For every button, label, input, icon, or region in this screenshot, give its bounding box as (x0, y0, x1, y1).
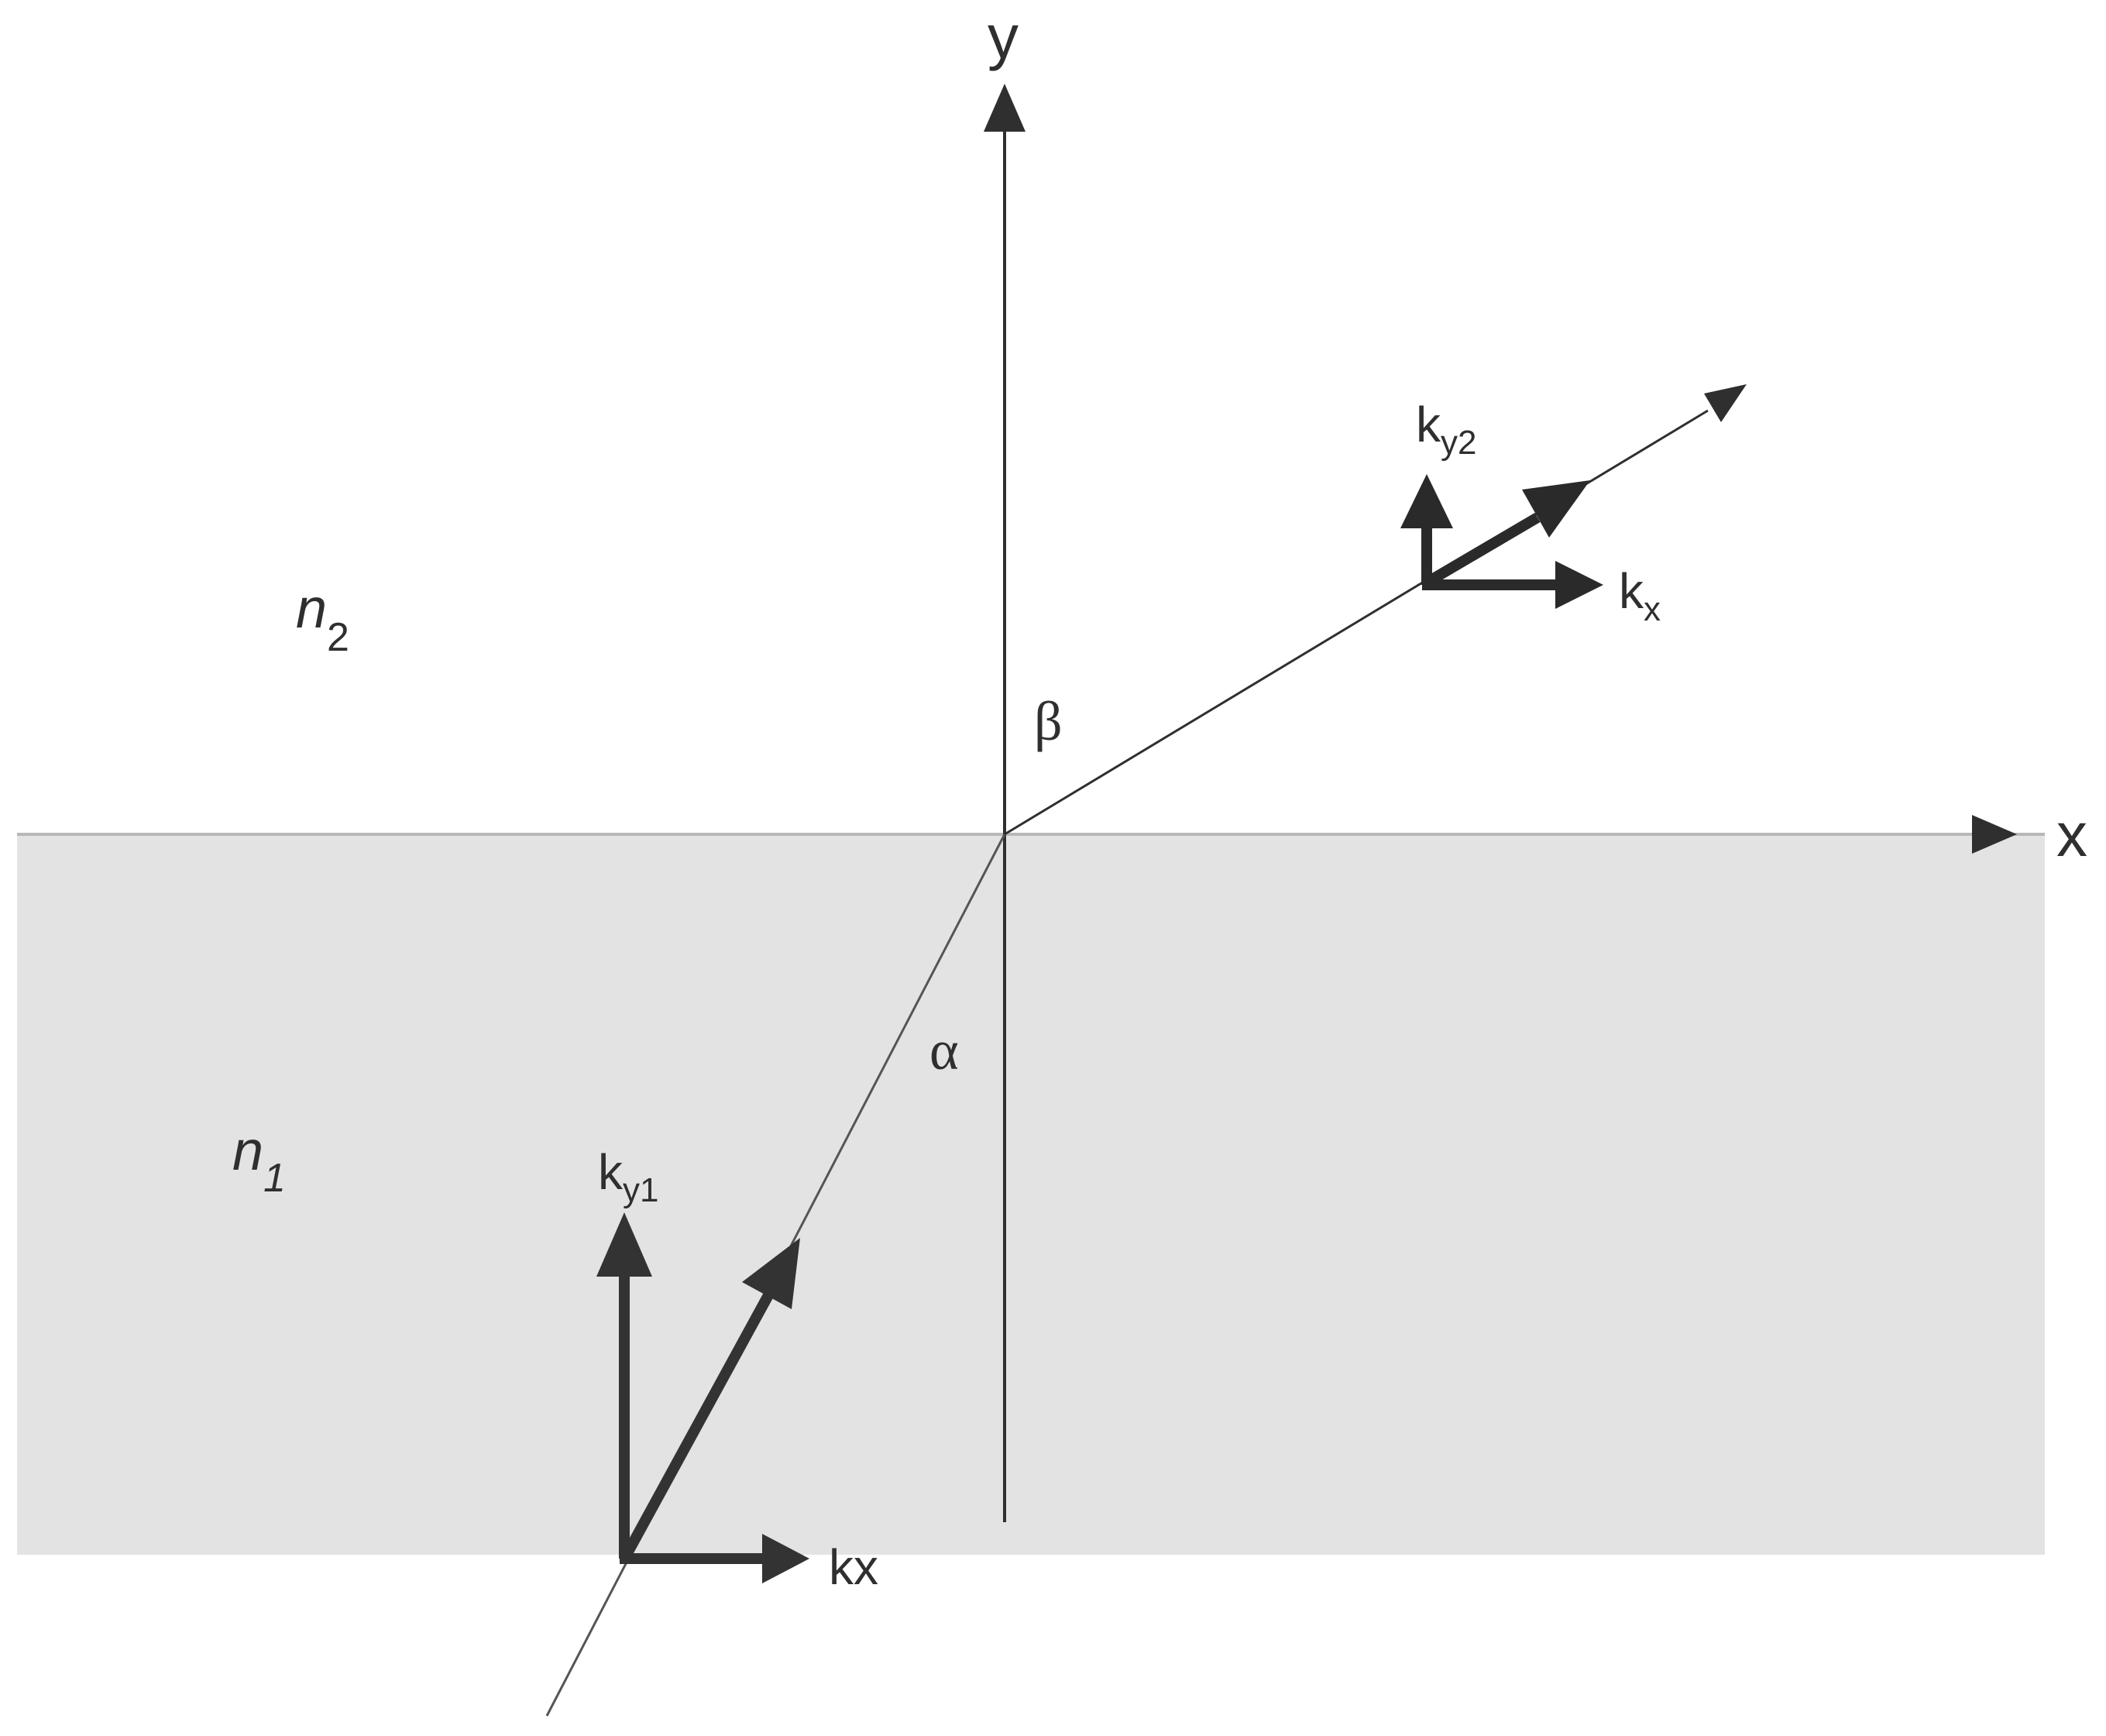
kx-lower-arrowhead (762, 1534, 809, 1583)
k1-vector (622, 1292, 774, 1556)
angle-alpha-label: α (929, 1019, 959, 1081)
ky1-label: ky1 (598, 1144, 658, 1209)
x-axis-arrowhead (1972, 815, 2017, 854)
lower-medium-region (17, 834, 2045, 1555)
medium-upper-label: n2 (296, 578, 349, 660)
y-axis-arrowhead (984, 84, 1026, 132)
k2-vector (1424, 512, 1541, 588)
kx-upper-label: kx (1619, 563, 1661, 628)
medium-lower-label: n1 (232, 1120, 286, 1201)
kx-lower-label: kx (829, 1539, 878, 1595)
medium-upper-n: n (296, 578, 327, 640)
angle-beta-label: β (1034, 690, 1063, 752)
upper-wave-vectors (1400, 474, 1603, 609)
y-axis-label: y (988, 2, 1019, 71)
ky2-sub: y2 (1441, 424, 1476, 462)
kx-upper-arrowhead (1555, 561, 1603, 609)
ky2-k: k (1416, 397, 1441, 452)
refracted-ray-arrowhead (1704, 384, 1747, 422)
lower-wave-vectors (596, 1212, 809, 1583)
ky2-arrowhead (1400, 474, 1453, 528)
kx-upper-sub: x (1644, 590, 1661, 628)
ky2-label: ky2 (1416, 397, 1476, 462)
medium-lower-n: n (232, 1120, 263, 1182)
ky1-arrowhead (596, 1212, 652, 1277)
medium-lower-sub: 1 (263, 1156, 286, 1201)
refracted-ray (1004, 409, 1709, 836)
k2-arrowhead (1522, 480, 1590, 538)
x-axis-label: x (2056, 800, 2087, 869)
ky1-k: k (598, 1144, 624, 1200)
ky1-sub: y1 (623, 1171, 658, 1209)
medium-upper-sub: 2 (327, 615, 349, 660)
k1-arrowhead (742, 1238, 800, 1309)
kx-upper-k: k (1619, 563, 1644, 619)
